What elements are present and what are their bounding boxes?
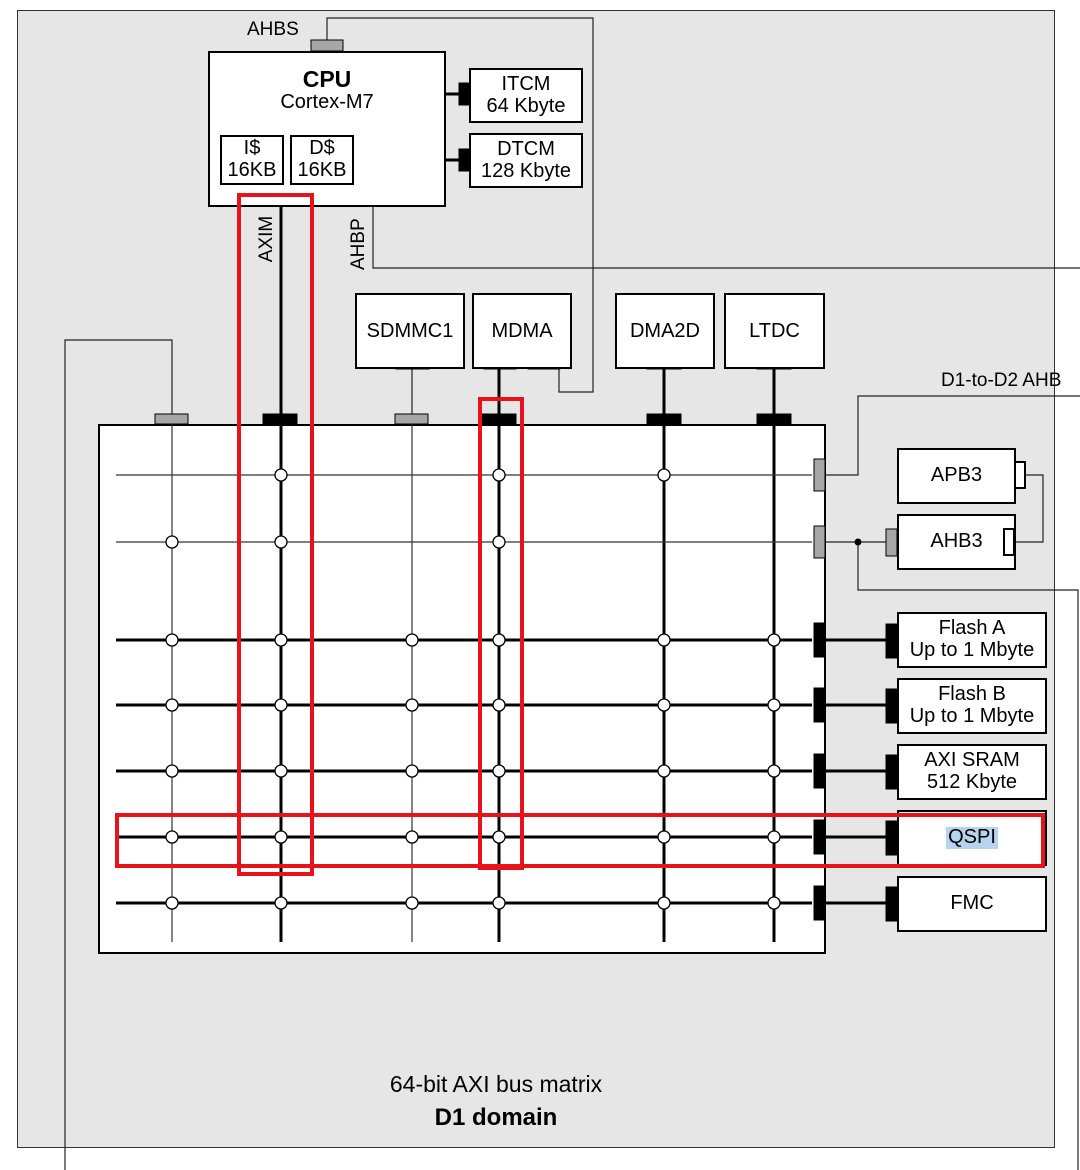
mdma-label: MDMA bbox=[491, 320, 553, 342]
axim-highlight bbox=[237, 193, 314, 876]
fmc-name: FMC bbox=[950, 892, 994, 915]
itcm-size: 64 Kbyte bbox=[486, 94, 566, 117]
dma2d-box: DMA2D bbox=[615, 293, 715, 369]
qspi-box: QSPI bbox=[897, 810, 1047, 866]
icache-label: I$ bbox=[243, 137, 261, 160]
ltdc-label: LTDC bbox=[749, 320, 800, 342]
flash-b-size: Up to 1 Mbyte bbox=[909, 705, 1035, 727]
flash-b-name: Flash B bbox=[938, 683, 1006, 706]
cpu-title: CPU bbox=[302, 66, 352, 92]
dcache-box: D$ 16KB bbox=[290, 135, 354, 185]
mdma-highlight bbox=[478, 397, 524, 870]
external-wires bbox=[64, 17, 1080, 1170]
left-master-wire bbox=[64, 339, 173, 1170]
itcm-box: ITCM 64 Kbyte bbox=[469, 68, 583, 123]
cpu-core-name: Cortex-M7 bbox=[280, 90, 374, 113]
dcache-size: 16KB bbox=[297, 159, 347, 181]
matrix-nodes bbox=[165, 468, 781, 910]
ahb3-port bbox=[1003, 528, 1015, 556]
dtcm-box: DTCM 128 Kbyte bbox=[469, 133, 583, 188]
icache-box: I$ 16KB bbox=[220, 135, 284, 185]
dcache-label: D$ bbox=[309, 137, 335, 160]
ahb3-down-wire bbox=[857, 542, 1079, 1170]
flash-a-name: Flash A bbox=[938, 617, 1006, 640]
apb3-label: APB3 bbox=[930, 464, 983, 487]
axi-sram-name: AXI SRAM bbox=[924, 749, 1020, 772]
itcm-name: ITCM bbox=[501, 72, 551, 95]
apb3-port bbox=[1014, 461, 1026, 489]
dtcm-size: 128 Kbyte bbox=[480, 159, 572, 182]
axi-sram-box: AXI SRAM 512 Kbyte bbox=[897, 744, 1047, 800]
d1-to-d2-wire bbox=[826, 395, 1080, 476]
ltdc-box: LTDC bbox=[724, 293, 825, 369]
sdmmc1-label: SDMMC1 bbox=[366, 320, 454, 342]
d1-to-d2-ahb-label: D1-to-D2 AHB bbox=[941, 370, 1062, 391]
junction-dot bbox=[854, 538, 862, 546]
matrix-columns bbox=[171, 425, 776, 942]
ahbs-label: AHBS bbox=[247, 19, 299, 40]
ahbp-wire bbox=[372, 203, 1080, 269]
dma2d-label: DMA2D bbox=[629, 320, 700, 342]
ahb3-label: AHB3 bbox=[930, 530, 983, 553]
flash-a-box: Flash A Up to 1 Mbyte bbox=[897, 612, 1047, 668]
icache-size: 16KB bbox=[227, 159, 277, 181]
master-buses bbox=[279, 205, 776, 418]
apb3-ahb3-link bbox=[1015, 474, 1044, 543]
sdmmc1-box: SDMMC1 bbox=[355, 293, 465, 369]
slave-links bbox=[826, 638, 892, 905]
matrix-right-ports bbox=[813, 458, 826, 921]
apb3-box: APB3 bbox=[897, 448, 1016, 504]
matrix-rows bbox=[116, 474, 812, 905]
dtcm-name: DTCM bbox=[497, 137, 555, 160]
qspi-name: QSPI bbox=[946, 826, 998, 849]
flash-b-box: Flash B Up to 1 Mbyte bbox=[897, 678, 1047, 734]
bus-matrix-label: 64-bit AXI bus matrix bbox=[389, 1071, 603, 1097]
axi-sram-size: 512 Kbyte bbox=[926, 771, 1018, 793]
ahbs-wire bbox=[326, 17, 594, 393]
qspi-row-highlight bbox=[115, 813, 1045, 868]
matrix-top-ports bbox=[154, 413, 792, 425]
ahb3-box: AHB3 bbox=[897, 514, 1016, 570]
d1-domain-label: D1 domain bbox=[434, 1104, 558, 1131]
fmc-box: FMC bbox=[897, 876, 1047, 932]
mdma-box: MDMA bbox=[472, 293, 572, 369]
flash-a-size: Up to 1 Mbyte bbox=[909, 639, 1035, 661]
